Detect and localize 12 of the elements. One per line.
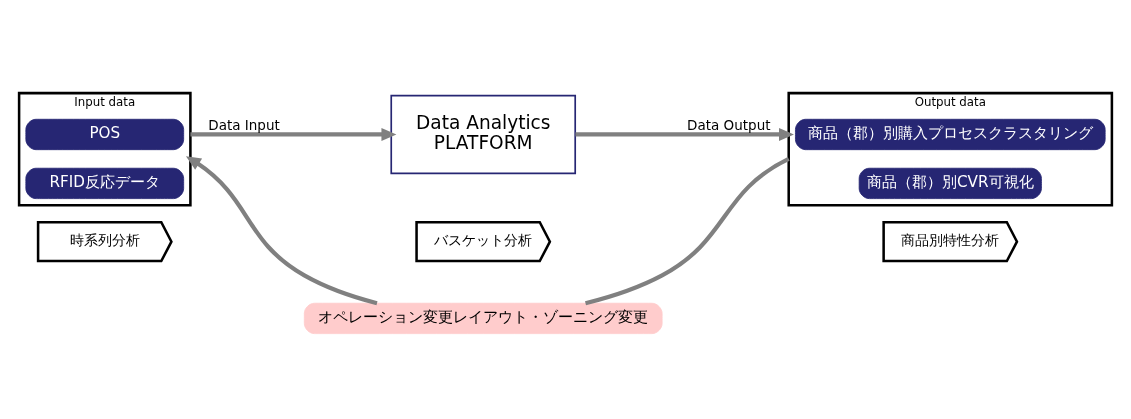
edge-label: Data Input bbox=[208, 116, 280, 133]
arrow bbox=[185, 155, 378, 305]
node-box: 商品（郡）別購入プロセスクラスタリング bbox=[795, 118, 1106, 150]
arrow bbox=[575, 127, 794, 141]
edge-label: Data Output bbox=[687, 116, 771, 133]
node-box: オペレーション変更レイアウト・ゾーニング変更 bbox=[303, 302, 663, 334]
node-box: POS bbox=[25, 118, 185, 150]
node-box: 商品（郡）別CVR可視化 bbox=[858, 167, 1042, 199]
node-box: RFID反応データ bbox=[25, 167, 185, 199]
arrow bbox=[190, 127, 397, 141]
connector bbox=[585, 156, 790, 305]
node-box: Data Analytics PLATFORM bbox=[390, 94, 577, 174]
